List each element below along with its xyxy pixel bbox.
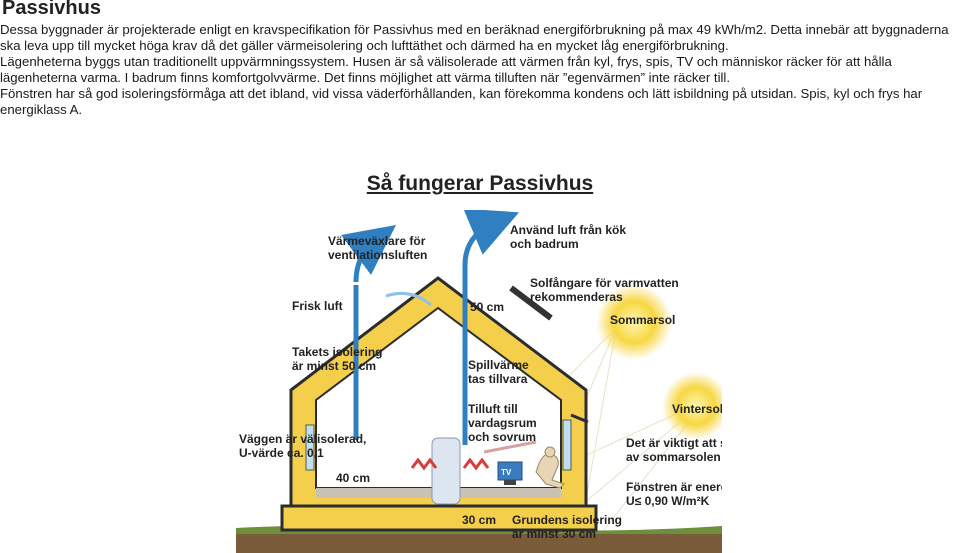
foundation [280,504,598,532]
label-wall-insulation: Väggen är välisolerad, U-värde ca. 0,1 [239,432,367,460]
label-used-air: Använd luft från kök och badrum [510,223,627,251]
label-roof-thickness: 50 cm [470,300,505,314]
label-supply-air: Tilluft till vardagsrum och sovrum [468,402,537,444]
label-shade-sun: Det är viktigt att skärma av sommarsolen [626,436,722,464]
intro-paragraph-2: Lägenheterna byggs utan traditionellt up… [0,54,892,86]
label-winter-sun: Vintersol [672,402,722,416]
label-heat-exchanger: Värmeväxlare för ventilationsluften [328,234,428,262]
label-waste-heat: Spillvärme tas tillvara [468,358,529,386]
solar-panel [509,285,553,321]
label-fresh-air: Frisk luft [292,299,343,313]
label-wall-thickness: 40 cm [336,471,371,485]
winter-sun-icon [662,372,722,440]
label-roof-insulation: Takets isolering är minst 50 cm [292,345,383,373]
label-tv: TV [501,468,512,477]
page-heading: Passivhus [2,0,101,19]
warm-air-arrow-left [410,457,438,471]
exhaust-duct [462,210,520,445]
warm-air-arrow-right [462,457,490,471]
label-windows: Fönstren är energieffektiva U≤ 0,90 W/m²… [626,480,722,508]
house-interior [315,306,562,489]
window-right [562,419,572,471]
passive-house-diagram: Värmeväxlare för ventilationsluften Anvä… [236,210,722,553]
label-floor-thickness: 30 cm [462,513,497,527]
summer-sun-icon [596,284,672,360]
window-left [305,424,315,471]
intro-paragraph-3: Fönstren har så god isoleringsförmåga at… [0,86,923,118]
intro-text: Dessa byggnader är projekterade enligt e… [0,22,960,119]
label-summer-sun: Sommarsol [610,313,676,327]
ground-shape [236,532,722,553]
label-solar-collector: Solfångare för varmvatten rekommenderas [530,276,679,304]
figure-title: Så fungerar Passivhus [366,172,594,195]
house-illustration [236,210,722,553]
intro-paragraph-1: Dessa byggnader är projekterade enligt e… [0,22,949,54]
heat-exchanger-unit [431,437,461,505]
label-ground-insulation: Grundens isolering är minst 30 cm [512,513,623,541]
